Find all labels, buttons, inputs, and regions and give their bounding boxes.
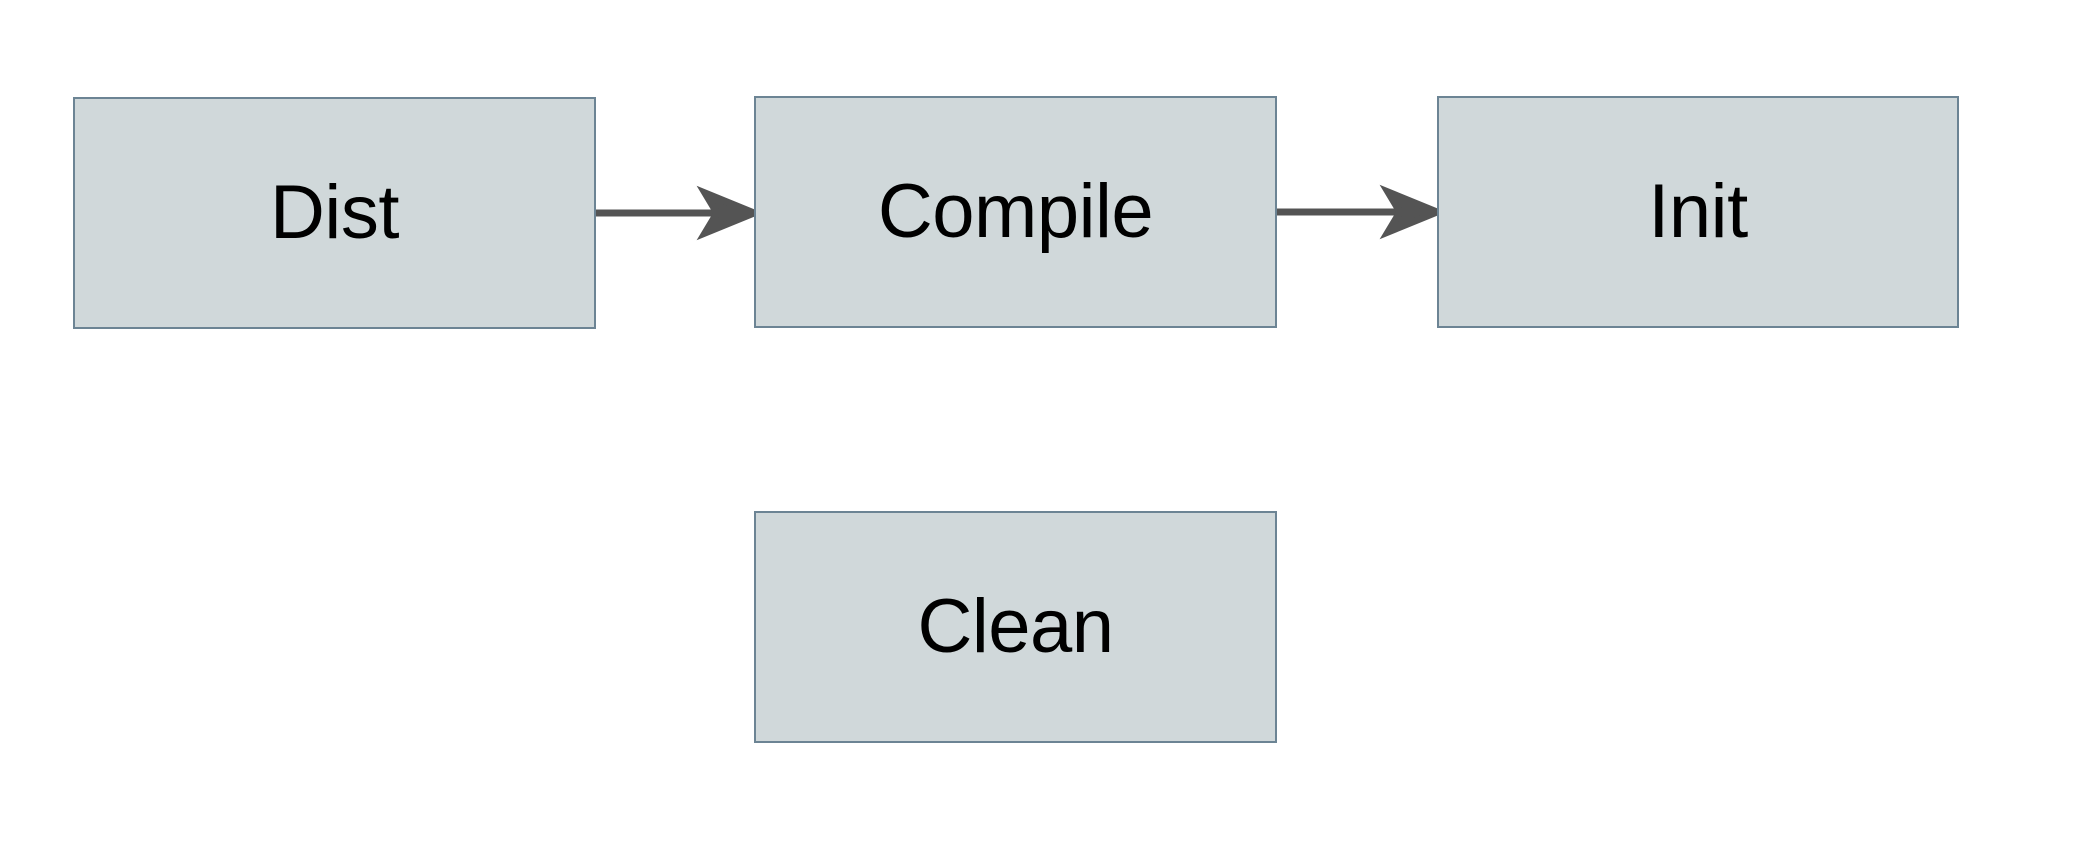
node-dist-label: Dist [270, 170, 399, 255]
node-init-label: Init [1648, 169, 1748, 254]
node-dist[interactable]: Dist [73, 97, 596, 329]
edge-dist-to-compile[interactable] [596, 185, 764, 241]
node-clean-label: Clean [917, 584, 1114, 669]
node-clean[interactable]: Clean [754, 511, 1277, 743]
node-compile-label: Compile [877, 169, 1154, 254]
node-init[interactable]: Init [1437, 96, 1959, 328]
edge-compile-to-init[interactable] [1277, 184, 1447, 240]
node-compile[interactable]: Compile [754, 96, 1277, 328]
